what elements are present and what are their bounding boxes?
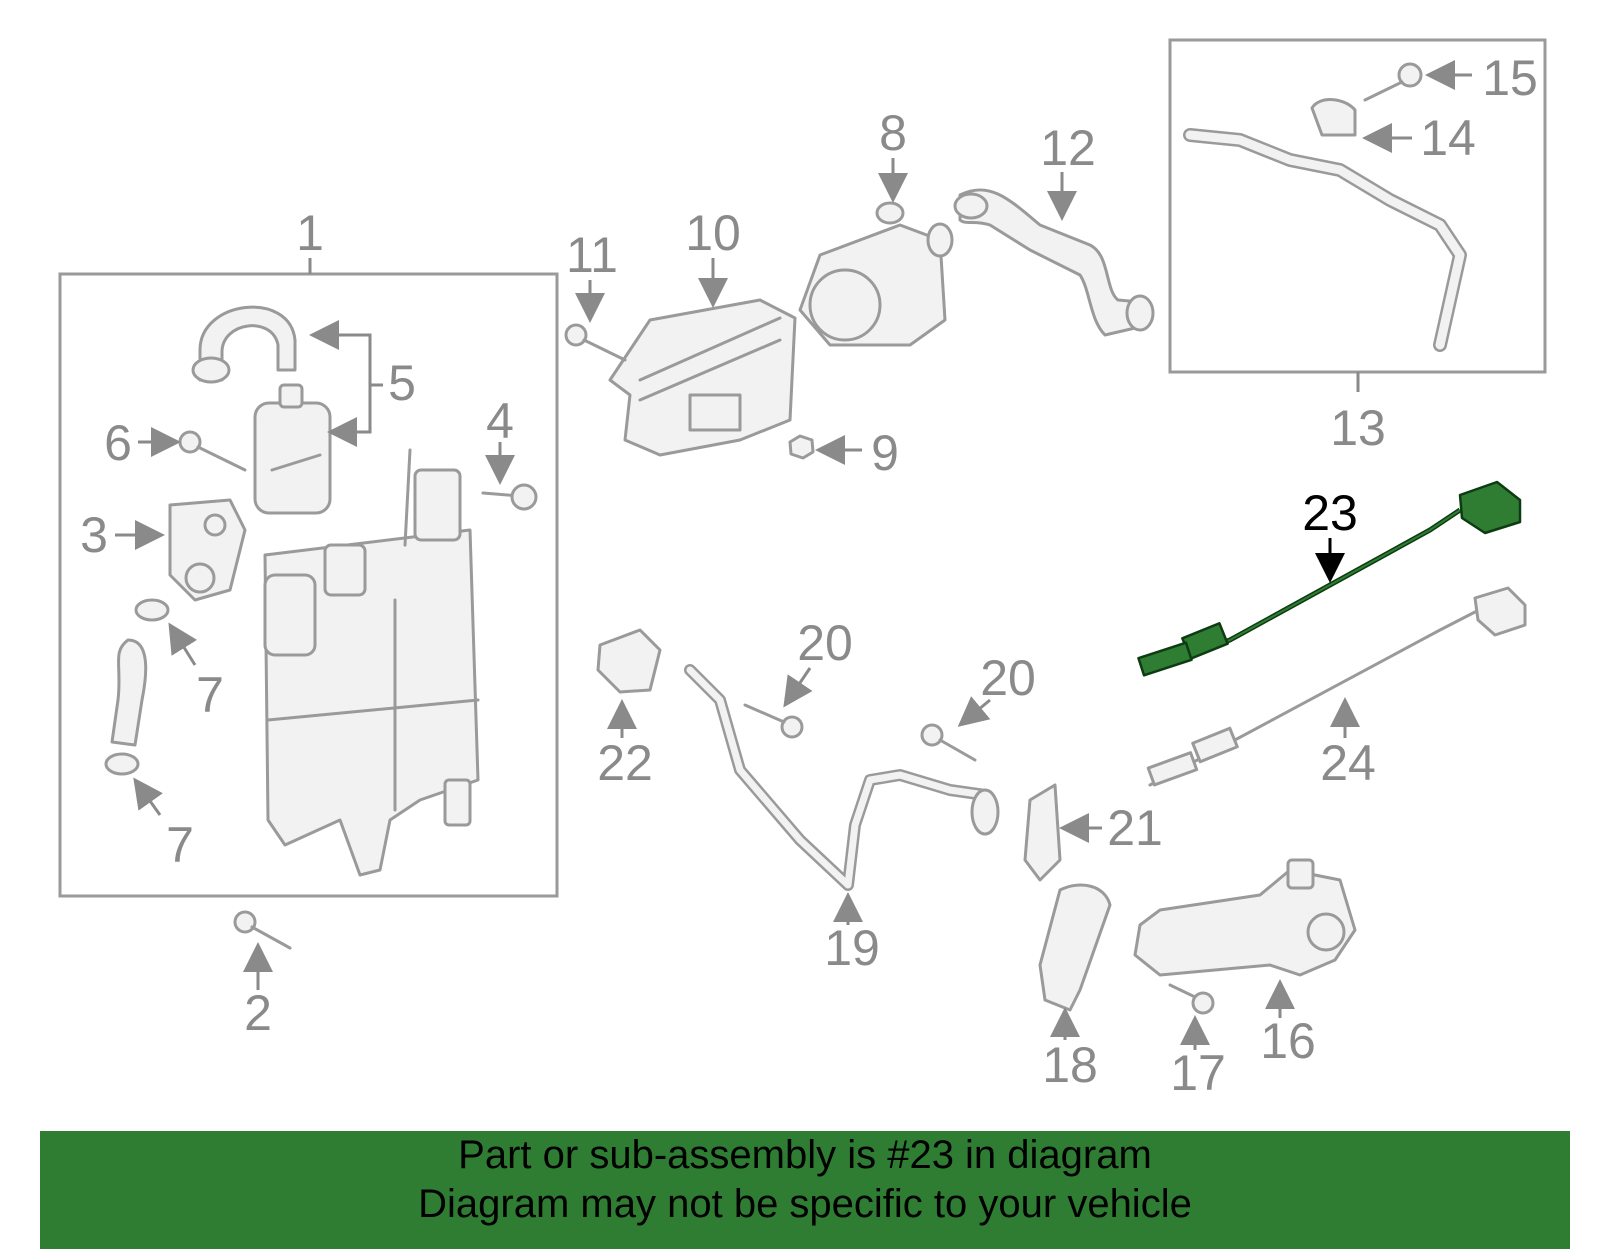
pump-part <box>798 201 954 347</box>
bolt-4-part <box>481 483 538 511</box>
bolt-20a-part <box>743 703 804 739</box>
leader-7-lower <box>133 777 163 816</box>
clamp-upper-part <box>134 598 170 622</box>
callout-2: 2 <box>244 985 272 1041</box>
filter-part <box>253 383 332 515</box>
bolt-20b-part <box>920 723 977 762</box>
callout-9: 9 <box>871 425 899 481</box>
breather-hose-part <box>1183 128 1467 352</box>
callout-16: 16 <box>1260 1013 1316 1069</box>
leader-20b <box>957 696 991 727</box>
purge-valve-part <box>168 498 247 602</box>
callout-4: 4 <box>486 393 514 449</box>
callout-5: 5 <box>388 355 416 411</box>
callout-7-upper: 7 <box>196 667 224 723</box>
callout-20a: 20 <box>797 615 853 671</box>
leader-7-upper <box>168 622 198 666</box>
bolt-2-part <box>233 910 292 950</box>
info-banner: Part or sub-assembly is #23 in diagram D… <box>40 1131 1570 1249</box>
callout-15: 15 <box>1482 50 1538 106</box>
bolt-6-part <box>178 430 247 472</box>
bolt-15-part <box>1363 62 1423 102</box>
canister-part <box>263 448 480 877</box>
gasket-22-part <box>596 628 662 694</box>
callout-6: 6 <box>104 415 132 471</box>
housing-16-part <box>1133 858 1357 977</box>
callout-1: 1 <box>296 205 324 261</box>
leader-20a <box>783 667 813 708</box>
banner-line-1: Part or sub-assembly is #23 in diagram <box>458 1133 1152 1177</box>
gasket-18-part <box>1038 883 1112 1012</box>
callout-12: 12 <box>1040 120 1096 176</box>
callout-8: 8 <box>879 105 907 161</box>
callout-17: 17 <box>1170 1045 1226 1101</box>
bolt-11-part <box>564 323 627 362</box>
clamp-lower-part <box>104 752 140 776</box>
tube-19-part <box>684 664 1000 891</box>
nut-9-part <box>788 434 815 460</box>
callout-3: 3 <box>80 507 108 563</box>
callout-18: 18 <box>1042 1037 1098 1093</box>
callout-14: 14 <box>1420 110 1476 166</box>
callout-11: 11 <box>566 227 618 283</box>
cap-14-part <box>1310 98 1357 137</box>
banner-line-2: Diagram may not be specific to your vehi… <box>418 1182 1192 1226</box>
callout-13: 13 <box>1330 400 1386 456</box>
callout-7-lower: 7 <box>166 817 194 873</box>
callout-22: 22 <box>597 735 653 791</box>
bolt-17-part <box>1168 983 1215 1015</box>
callout-23: 23 <box>1302 485 1358 541</box>
callout-19: 19 <box>824 920 880 976</box>
callout-21: 21 <box>1107 800 1163 856</box>
small-hose-part <box>110 638 148 747</box>
callout-10: 10 <box>685 205 741 261</box>
hose-12-part <box>953 188 1155 337</box>
oxygen-sensor-23-part <box>1137 480 1522 677</box>
hose-part <box>191 305 297 384</box>
oxygen-sensor-24-part <box>1146 586 1527 787</box>
callout-20b: 20 <box>980 650 1036 706</box>
bracket-10-part <box>608 298 797 457</box>
bracket-21-part <box>1023 783 1062 882</box>
callout-24: 24 <box>1320 735 1376 791</box>
leader-5 <box>309 320 372 385</box>
